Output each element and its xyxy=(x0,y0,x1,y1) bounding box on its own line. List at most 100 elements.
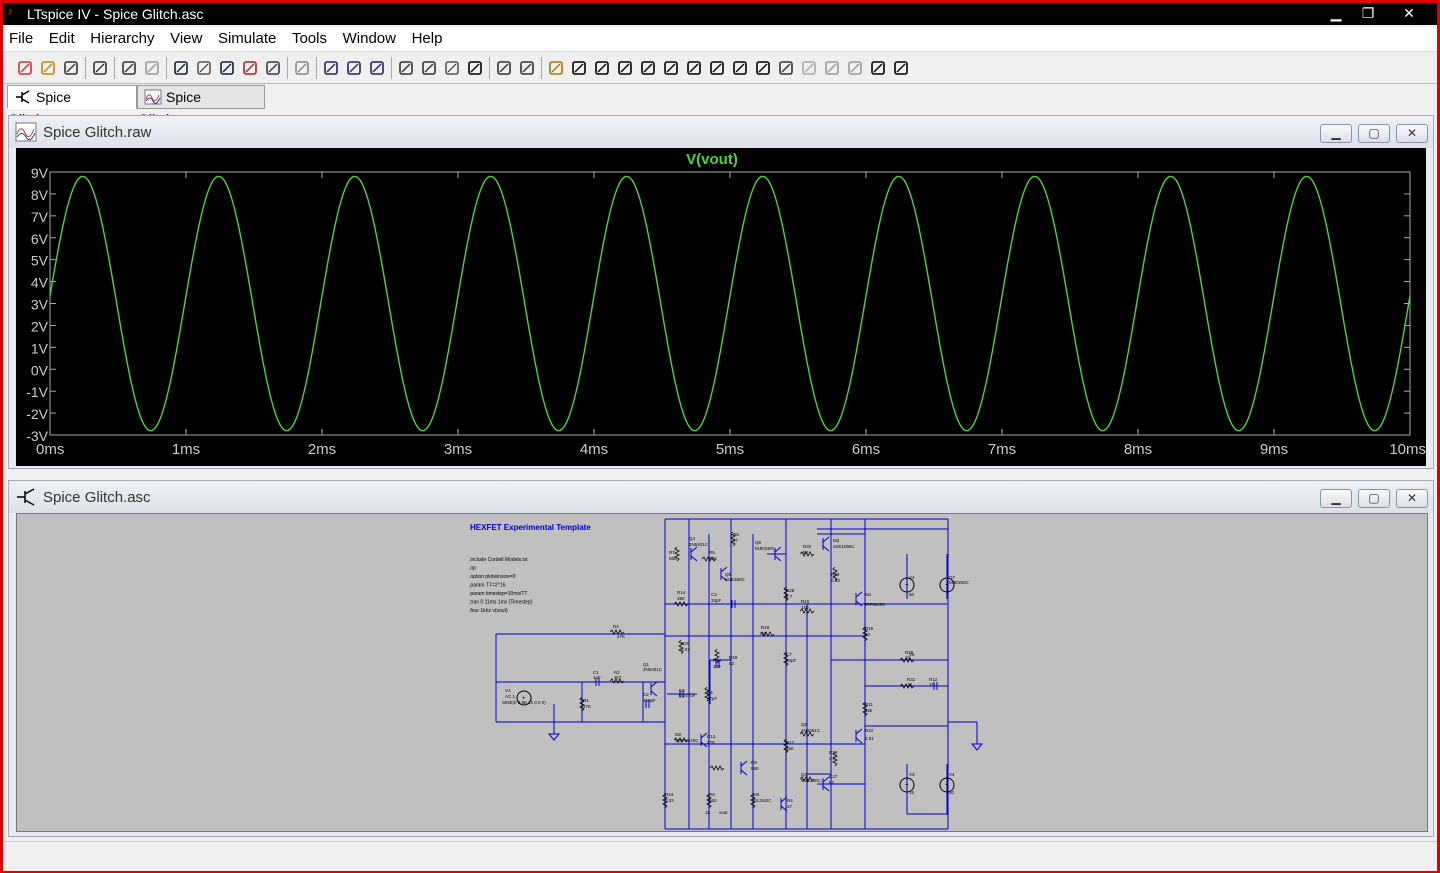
component-label: R6 xyxy=(733,532,739,537)
transistor-symbol xyxy=(855,591,863,598)
component-label: 15 xyxy=(705,810,711,815)
inductor-icon[interactable] xyxy=(661,58,681,78)
new-schematic-icon[interactable] xyxy=(15,58,35,78)
transistor-symbol xyxy=(690,546,698,553)
resistor-symbol xyxy=(862,626,868,642)
zoom-fit-icon[interactable] xyxy=(240,58,260,78)
spice-directive-icon[interactable] xyxy=(891,58,911,78)
component-label: 82 xyxy=(803,550,809,555)
component-label: R8 xyxy=(709,792,715,797)
spice-directive: .four 1khz v(vout) xyxy=(469,608,508,614)
waveform-window-header: Spice Glitch.raw ▁ ▢ ✕ xyxy=(9,116,1433,148)
tab-schematic[interactable]: Spice Glitch.asc xyxy=(7,85,137,127)
series-line-vout[interactable] xyxy=(49,175,1411,432)
drag-icon[interactable] xyxy=(753,58,773,78)
print-preview-icon[interactable] xyxy=(494,58,514,78)
resistor-icon[interactable] xyxy=(615,58,635,78)
y-tick-label: -1V xyxy=(26,384,48,400)
menu-help[interactable]: Help xyxy=(411,30,443,47)
waveform-close-button[interactable]: ✕ xyxy=(1396,124,1428,143)
redo-icon[interactable] xyxy=(799,58,819,78)
transistor-symbol xyxy=(690,555,698,562)
toolbar-separator xyxy=(391,57,392,79)
component-icon[interactable] xyxy=(707,58,727,78)
component-label: Q2 xyxy=(801,722,808,727)
x-tick-label: 8ms xyxy=(1124,441,1152,458)
component-label: vout xyxy=(719,810,728,815)
waveform-maximize-button[interactable]: ▢ xyxy=(1358,124,1390,143)
component-label: 560 xyxy=(709,798,717,803)
zoom-in-icon[interactable] xyxy=(171,58,191,78)
save-icon[interactable] xyxy=(61,58,81,78)
waveform-minimize-button[interactable]: ▁ xyxy=(1320,124,1352,143)
transistor-symbol xyxy=(700,741,708,748)
pan-icon[interactable] xyxy=(292,58,312,78)
schematic-icon xyxy=(16,90,30,104)
halt-icon[interactable] xyxy=(142,58,162,78)
tile-horizontal-icon[interactable] xyxy=(321,58,341,78)
menu-hierarchy[interactable]: Hierarchy xyxy=(90,30,155,47)
close-button[interactable]: ✕ xyxy=(1385,4,1433,23)
paste-icon[interactable] xyxy=(442,58,462,78)
component-label: R20 xyxy=(681,641,690,646)
wire-icon[interactable] xyxy=(546,58,566,78)
cascade-icon[interactable] xyxy=(344,58,364,78)
component-label: R14 xyxy=(677,590,686,595)
transistor-symbol xyxy=(740,769,748,776)
schematic-minimize-button[interactable]: ▁ xyxy=(1320,489,1352,508)
find-icon[interactable] xyxy=(465,58,485,78)
autorange-icon[interactable] xyxy=(263,58,283,78)
open-file-icon[interactable] xyxy=(38,58,58,78)
x-tick-label: 0ms xyxy=(36,441,64,458)
tab-waveform[interactable]: Spice Glitch.raw xyxy=(137,85,265,127)
mirror-icon[interactable] xyxy=(845,58,865,78)
y-tick-label: -2V xyxy=(26,406,48,422)
tile-vertical-icon[interactable] xyxy=(367,58,387,78)
cut-icon[interactable] xyxy=(396,58,416,78)
menu-view[interactable]: View xyxy=(170,30,203,47)
diode-icon[interactable] xyxy=(684,58,704,78)
schematic-window-header: Spice Glitch.asc ▁ ▢ ✕ xyxy=(9,481,1433,513)
move-icon[interactable] xyxy=(730,58,750,78)
component-label: R19 xyxy=(729,655,738,660)
schematic-close-button[interactable]: ✕ xyxy=(1396,489,1428,508)
component-label: 10 xyxy=(929,682,935,687)
undo-icon[interactable] xyxy=(776,58,796,78)
menu-tools[interactable]: Tools xyxy=(291,30,327,47)
run-icon[interactable] xyxy=(119,58,139,78)
zoom-out-icon[interactable] xyxy=(217,58,237,78)
restore-button[interactable]: ❐ xyxy=(1361,5,1375,21)
plot-border xyxy=(49,171,1411,436)
zoom-area-icon[interactable] xyxy=(194,58,214,78)
resistor-symbol xyxy=(750,793,756,809)
schematic-canvas[interactable]: HEXFET Experimental Template.include Cor… xyxy=(16,513,1428,832)
component-label: 10 xyxy=(905,655,911,660)
component-label: AC 1 xyxy=(505,694,516,699)
source-polarity: + xyxy=(905,583,909,589)
copy-icon[interactable] xyxy=(419,58,439,78)
menu-simulate[interactable]: Simulate xyxy=(217,30,277,47)
text-icon[interactable] xyxy=(868,58,888,78)
transistor-symbol xyxy=(650,690,658,697)
component-label: 2N5551C xyxy=(801,728,821,733)
menu-edit[interactable]: Edit xyxy=(48,30,75,47)
y-tick-label: 0V xyxy=(31,362,49,378)
chart-title[interactable]: V(vout) xyxy=(686,151,738,168)
component-label: Q3 xyxy=(801,772,808,777)
schematic-maximize-button[interactable]: ▢ xyxy=(1358,489,1390,508)
component-label: R11 xyxy=(865,702,873,707)
capacitor-icon[interactable] xyxy=(638,58,658,78)
print-icon[interactable] xyxy=(517,58,537,78)
rotate-icon[interactable] xyxy=(822,58,842,78)
control-panel-icon[interactable] xyxy=(90,58,110,78)
label-net-icon[interactable] xyxy=(592,58,612,78)
menu-file[interactable]: File xyxy=(9,30,34,47)
source-polarity: + xyxy=(945,783,949,789)
ground-icon[interactable] xyxy=(569,58,589,78)
menu-window[interactable]: Window xyxy=(342,30,396,47)
y-tick-label: 8V xyxy=(31,187,49,203)
minimize-button[interactable]: ▁ xyxy=(1330,5,1342,21)
waveform-icon xyxy=(15,122,37,142)
